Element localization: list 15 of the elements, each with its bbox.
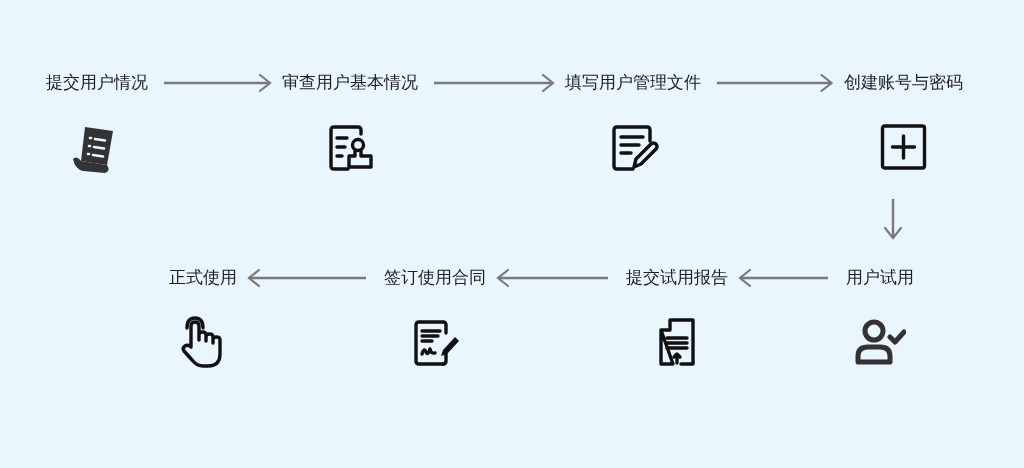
arrow: [247, 268, 366, 288]
arrow: [434, 73, 555, 93]
step-label: 填写用户管理文件: [565, 71, 701, 93]
step-label: 签订使用合同: [384, 266, 486, 288]
step-label: 提交试用报告: [626, 266, 728, 288]
step-label: 正式使用: [169, 266, 237, 288]
arrow: [496, 268, 608, 288]
arrow: [738, 268, 828, 288]
arrow: [883, 199, 903, 240]
arrow: [164, 73, 272, 93]
step-label: 用户试用: [846, 266, 914, 288]
step-label: 审查用户基本情况: [282, 71, 418, 93]
step-label: 提交用户情况: [46, 71, 148, 93]
step-label: 创建账号与密码: [843, 71, 963, 93]
arrow: [717, 73, 833, 93]
